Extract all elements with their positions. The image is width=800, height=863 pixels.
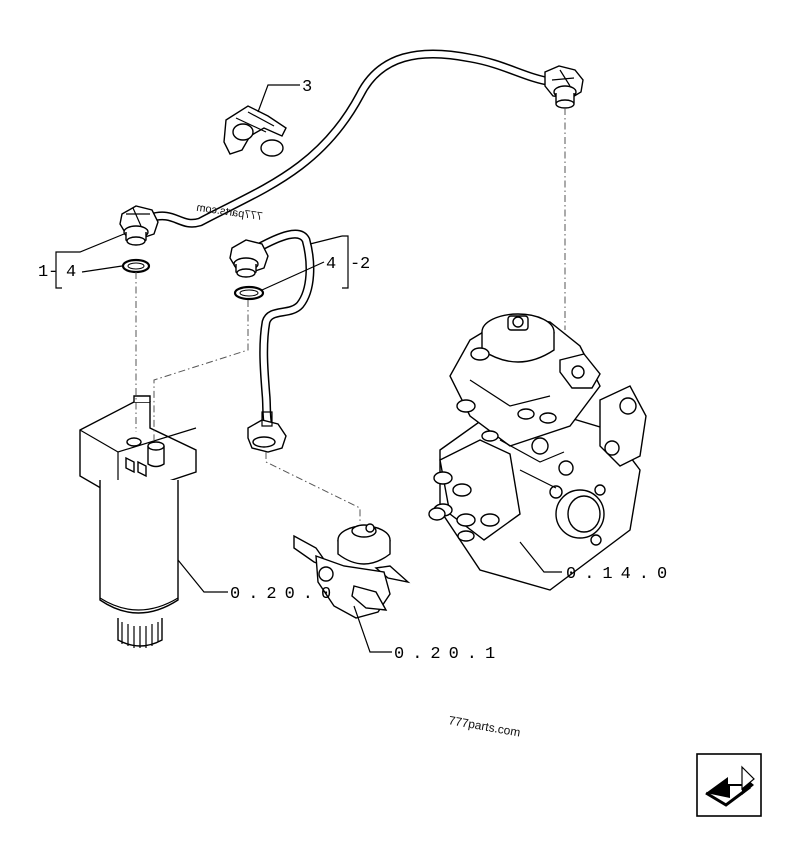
banjo-fitting-middle [229,239,269,278]
callout-item-4-right: 4 [326,255,336,274]
fuel-pipe-upper [145,49,557,228]
watermark: 777parts.com [447,713,521,739]
next-page-arrow-icon[interactable] [696,753,762,817]
banjo-fitting-lower [247,411,287,453]
sealing-washer-right [233,285,265,301]
lift-pump [293,523,411,619]
svg-text:-: - [48,263,58,282]
callout-item-2: 2 [360,255,370,274]
fuel-filter-assembly [79,395,197,648]
callout-labels: 3 1 - 4 4 - 2 0.20.0 0.20.1 0.14.0 [38,78,675,664]
leader-lines [55,84,562,653]
ref-injection-pump: 0.14.0 [566,565,675,584]
svg-text:-: - [350,255,360,274]
banjo-fitting-upper-right [544,65,584,109]
fuel-pipe-lower [253,229,315,430]
callout-item-4-left: 4 [66,263,76,282]
injection-pump [428,313,647,591]
ref-fuel-filter: 0.20.0 [230,585,339,604]
sealing-washer-left [121,258,151,274]
alignment-lines [135,108,566,524]
ref-lift-pump: 0.20.1 [394,645,503,664]
pipe-clip [223,105,287,157]
callout-item-1: 1 [38,263,48,282]
banjo-fitting-upper-left [119,205,159,246]
callout-item-3: 3 [302,78,312,97]
